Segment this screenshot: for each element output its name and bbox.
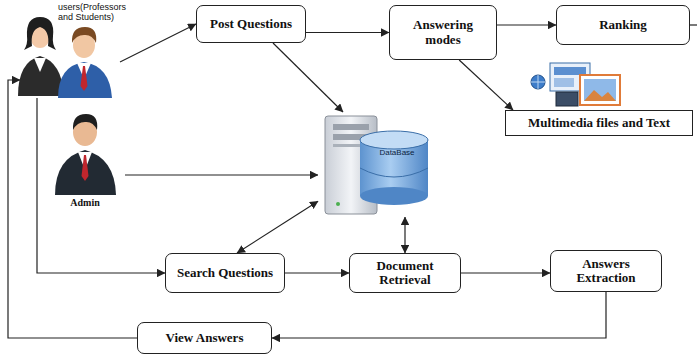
multimedia-icons	[531, 75, 545, 89]
node-label: DataBase	[363, 149, 431, 158]
node-label: Search Questions	[177, 266, 273, 280]
node-label: Answers Extraction	[557, 257, 655, 286]
node-label: Answering modes	[396, 18, 490, 47]
node-label: Admin	[45, 197, 125, 208]
process-box: View Answers	[137, 322, 272, 354]
multimedia-icons	[584, 79, 616, 101]
database-cylinder	[360, 131, 428, 149]
server-tower	[336, 202, 340, 206]
flow-arrow	[459, 60, 513, 110]
admin-figure-art	[55, 114, 116, 195]
process-box: Answering modes	[389, 5, 497, 60]
flow-arrow	[272, 292, 606, 338]
flow-arrow	[497, 24, 556, 25]
flow-arrow	[306, 32, 389, 33]
process-box: Answers Extraction	[550, 250, 662, 292]
multimedia-icons	[531, 63, 620, 106]
process-box: Ranking	[556, 5, 690, 45]
node-label: Ranking	[599, 18, 647, 32]
node-label: Document Retrieval	[356, 259, 454, 288]
outgoing-arrow	[690, 24, 697, 25]
admin-figure-art	[55, 150, 116, 195]
flow-arrow	[404, 217, 405, 253]
man-figure	[58, 62, 112, 98]
multimedia-icons	[531, 75, 545, 89]
man-figure	[72, 27, 96, 43]
flow-arrow	[237, 201, 318, 253]
multimedia-icons	[556, 92, 578, 106]
woman-figure	[34, 58, 46, 72]
woman-figure	[24, 17, 56, 50]
server-tower	[333, 124, 369, 130]
admin-figure-art	[82, 155, 89, 181]
flow-arrow	[120, 24, 196, 62]
node-label: Multimedia files and Text	[528, 116, 670, 130]
flow-arrow	[125, 174, 318, 175]
multimedia-icons	[554, 67, 586, 75]
node-label: users(Professors and Students)	[58, 3, 136, 23]
user-group: users(Professors and Students)	[20, 0, 120, 98]
flow-arrow	[273, 43, 343, 112]
database-cylinder	[360, 187, 428, 205]
woman-figure	[18, 17, 64, 96]
woman-figure	[18, 56, 64, 96]
admin-figure-art	[73, 114, 97, 130]
flow-arrow	[285, 272, 349, 273]
output-box: Multimedia files and Text	[505, 110, 693, 136]
database-server: DataBase	[318, 112, 433, 217]
flow-arrow	[8, 80, 137, 338]
multimedia-icons	[554, 78, 574, 87]
admin-figure: Admin	[45, 100, 125, 215]
flow-arrow	[37, 98, 165, 273]
multimedia-icons	[584, 90, 616, 101]
node-label: View Answers	[166, 331, 244, 345]
multimedia-icons	[580, 75, 620, 105]
man-figure	[58, 27, 112, 98]
node-label: Post Questions	[210, 17, 292, 31]
outgoing-arrow	[690, 25, 697, 26]
process-box: Document Retrieval	[349, 253, 461, 293]
man-figure	[81, 66, 88, 91]
process-box: Post Questions	[196, 5, 306, 43]
database-cylinder	[360, 131, 428, 205]
database-cylinder	[360, 168, 428, 177]
flow-arrow	[461, 272, 550, 273]
process-box: Search Questions	[165, 253, 285, 293]
